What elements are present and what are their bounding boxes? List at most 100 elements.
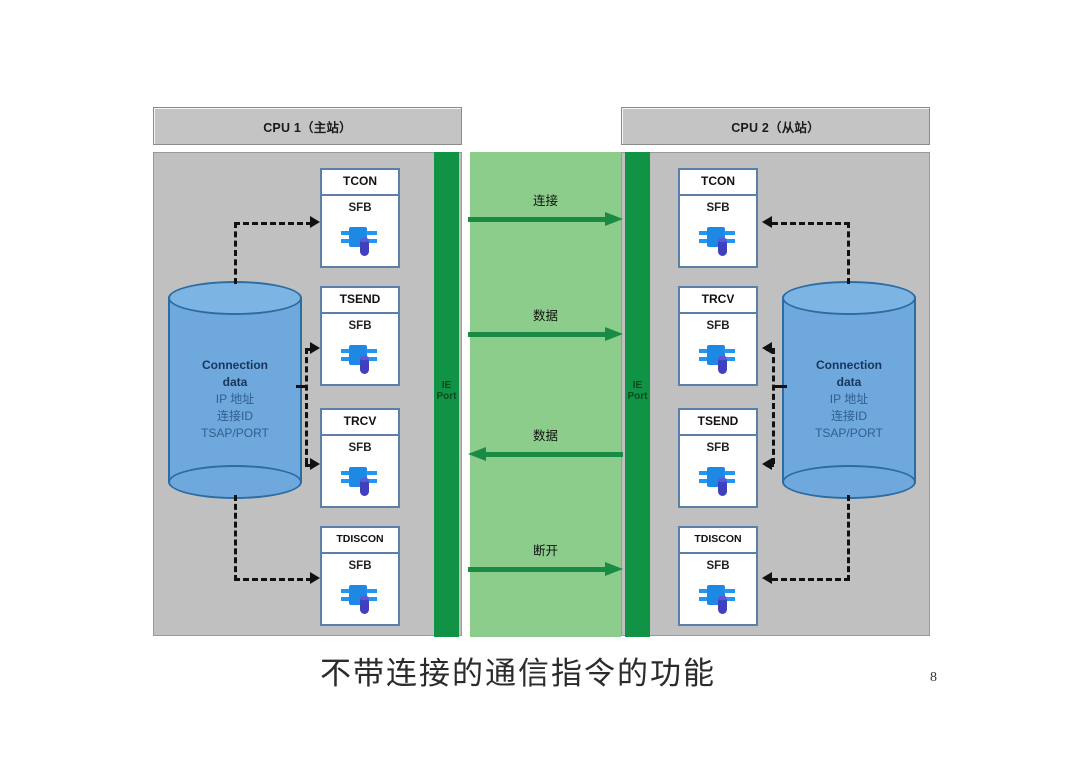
cpu2-arrowhead-tdiscon xyxy=(762,572,772,584)
cpu2-dash-tdiscon-horizontal xyxy=(772,578,850,581)
sfb-block-icon xyxy=(697,224,739,263)
cylinder-top-ellipse xyxy=(782,281,916,315)
block-subtitle: SFB xyxy=(348,320,372,332)
block-body: SFB xyxy=(322,554,398,624)
cd-line-3: IP 地址 xyxy=(215,392,255,406)
block-subtitle: SFB xyxy=(348,202,372,214)
cpu1-header-label: CPU 1（主站） xyxy=(263,120,352,135)
block-title: TRCV xyxy=(680,288,756,314)
cpu2-dash-rcv-send-stub xyxy=(775,385,787,388)
cpu1-arrowhead-tcon xyxy=(310,216,320,228)
network-arrow-3: 数据 xyxy=(468,425,623,461)
cpu1-block-tcon[interactable]: TCON SFB xyxy=(320,168,400,268)
sfb-block-icon xyxy=(699,467,735,496)
block-title: TRCV xyxy=(322,410,398,436)
sfb-block-icon xyxy=(699,227,735,256)
cylinder-bottom-ellipse xyxy=(782,465,916,499)
ie-port-left-line2: Port xyxy=(436,391,457,402)
cd-line-4: 连接ID xyxy=(216,409,253,423)
cpu2-block-tsend[interactable]: TSEND SFB xyxy=(678,408,758,508)
cpu1-connection-data-cylinder: Connection data IP 地址 连接ID TSAP/PORT xyxy=(168,281,302,499)
cpu1-dash-send-rcv-vertical xyxy=(305,348,308,464)
cpu2-block-tcon[interactable]: TCON SFB xyxy=(678,168,758,268)
cpu1-dash-tsend-horizontal xyxy=(305,348,313,351)
cd-title-1: Connection xyxy=(202,358,268,372)
block-body: SFB xyxy=(322,314,398,384)
network-arrow-label: 连接 xyxy=(532,193,558,208)
block-body: SFB xyxy=(680,436,756,506)
page-number: 8 xyxy=(930,670,937,685)
network-arrow-1: 连接 xyxy=(468,190,623,226)
cpu2-header-label: CPU 2（从站） xyxy=(731,120,820,135)
cpu1-arrowhead-tsend xyxy=(310,342,320,354)
sfb-block-icon xyxy=(339,342,381,381)
cpu1-dash-tcon-vertical xyxy=(234,222,237,284)
cpu2-connection-data-text: Connection data IP 地址 连接ID TSAP/PORT xyxy=(782,357,916,442)
network-arrow-label: 数据 xyxy=(532,308,558,323)
block-subtitle: SFB xyxy=(348,560,372,572)
sfb-block-icon xyxy=(341,345,377,374)
network-arrow-shaft-right xyxy=(468,327,623,341)
ie-port-left: IE Port xyxy=(434,152,459,637)
block-title: TDISCON xyxy=(322,528,398,554)
network-arrow-4: 断开 xyxy=(468,540,623,576)
ie-port-right-line2: Port xyxy=(627,391,648,402)
cpu1-dash-tdiscon-horizontal xyxy=(234,578,312,581)
block-body: SFB xyxy=(322,436,398,506)
sfb-block-icon xyxy=(341,467,377,496)
page-title: 不带连接的通信指令的功能 xyxy=(320,656,716,692)
cylinder-top-ellipse xyxy=(168,281,302,315)
cylinder-bottom-ellipse xyxy=(168,465,302,499)
cd-line-5: TSAP/PORT xyxy=(201,426,269,440)
cpu2-dash-rcv-send-vertical xyxy=(772,348,775,464)
cpu1-block-tsend[interactable]: TSEND SFB xyxy=(320,286,400,386)
block-subtitle: SFB xyxy=(706,560,730,572)
cd-title-2: data xyxy=(222,375,248,389)
cpu1-arrowhead-tdiscon xyxy=(310,572,320,584)
sfb-block-icon xyxy=(697,342,739,381)
block-subtitle: SFB xyxy=(706,202,730,214)
block-body: SFB xyxy=(680,554,756,624)
cpu2-connection-data-cylinder: Connection data IP 地址 连接ID TSAP/PORT xyxy=(782,281,916,499)
network-arrow-label: 数据 xyxy=(532,428,558,443)
cpu1-dash-tdiscon-vertical xyxy=(234,495,237,581)
sfb-block-icon xyxy=(699,345,735,374)
cd-title-1: Connection xyxy=(816,358,882,372)
cylinder-body xyxy=(782,297,916,483)
network-field xyxy=(470,152,621,637)
cpu1-block-tdiscon[interactable]: TDISCON SFB xyxy=(320,526,400,626)
ie-port-left-label: IE Port xyxy=(434,380,459,402)
sfb-block-icon xyxy=(341,585,377,614)
cpu2-arrowhead-tcon xyxy=(762,216,772,228)
cpu2-dash-tdiscon-vertical xyxy=(847,495,850,581)
cd-line-3: IP 地址 xyxy=(829,392,869,406)
sfb-block-icon xyxy=(339,464,381,503)
sfb-block-icon xyxy=(339,224,381,263)
network-arrow-shaft-right xyxy=(468,212,623,226)
block-body: SFB xyxy=(680,196,756,266)
cpu1-dash-trcv-horizontal xyxy=(305,464,313,467)
cpu2-arrowhead-trcv xyxy=(762,342,772,354)
cpu1-dash-tcon-horizontal xyxy=(234,222,312,225)
cylinder-body xyxy=(168,297,302,483)
cpu1-arrowhead-trcv xyxy=(310,458,320,470)
sfb-block-icon xyxy=(339,582,381,621)
ie-port-right-line1: IE xyxy=(632,380,643,391)
sfb-block-icon xyxy=(341,227,377,256)
block-subtitle: SFB xyxy=(706,442,730,454)
block-title: TCON xyxy=(322,170,398,196)
network-arrow-2: 数据 xyxy=(468,305,623,341)
block-title: TSEND xyxy=(322,288,398,314)
cpu2-block-trcv[interactable]: TRCV SFB xyxy=(678,286,758,386)
cpu1-connection-data-text: Connection data IP 地址 连接ID TSAP/PORT xyxy=(168,357,302,442)
ie-port-right-label: IE Port xyxy=(625,380,650,402)
cpu2-dash-tcon-vertical xyxy=(847,222,850,284)
sfb-block-icon xyxy=(697,582,739,621)
block-subtitle: SFB xyxy=(706,320,730,332)
cd-title-2: data xyxy=(836,375,862,389)
block-title: TCON xyxy=(680,170,756,196)
block-title: TSEND xyxy=(680,410,756,436)
